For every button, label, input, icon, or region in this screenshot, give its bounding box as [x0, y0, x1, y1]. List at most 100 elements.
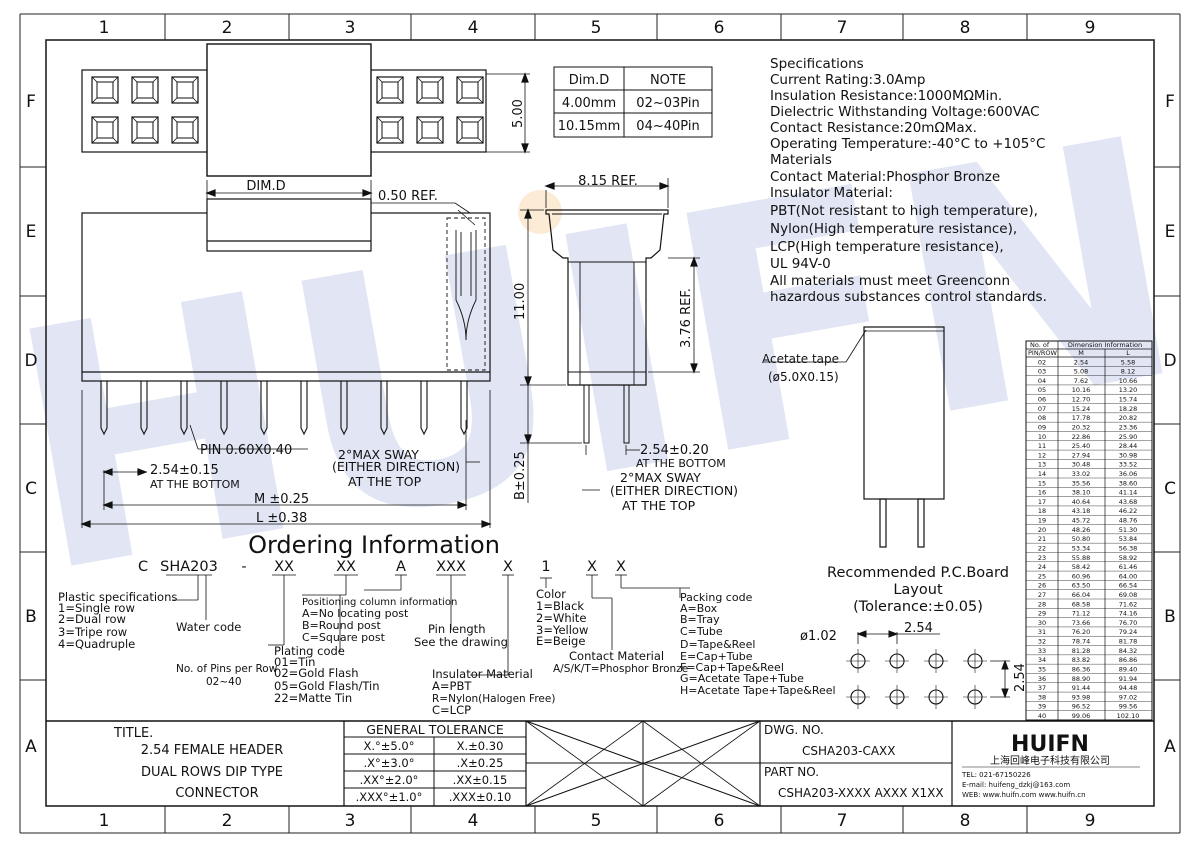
info-cell: 51.30 [1119, 526, 1138, 534]
acetate-view [764, 326, 945, 548]
info-cell: 15.74 [1119, 396, 1138, 404]
info-cell: 11 [1038, 442, 1046, 450]
pcb-hole [885, 649, 909, 673]
ordering-pin-length: Pin length See the drawing [414, 622, 508, 649]
info-cell: 81.78 [1119, 638, 1138, 646]
info-cell: 33.52 [1119, 461, 1138, 469]
m-dim-label: M ±0.25 [254, 492, 309, 507]
info-cell: 40.64 [1072, 498, 1091, 506]
info-cell: 79.24 [1119, 628, 1138, 636]
at-bottom-label: AT THE BOTTOM [150, 478, 240, 491]
info-cell: 40 [1038, 712, 1046, 720]
info-cell: 38.10 [1072, 489, 1091, 497]
svg-text:C=Tube: C=Tube [680, 625, 723, 638]
pcb-hole-label: ø1.02 [800, 629, 837, 644]
info-cell: 69.08 [1119, 591, 1138, 599]
info-cell: 30.48 [1072, 461, 1091, 469]
pcb-hole [924, 685, 948, 709]
svg-text:No. of Pins per Row: No. of Pins per Row [176, 663, 278, 675]
pcb-hole [846, 685, 870, 709]
svg-text:1: 1 [541, 559, 550, 575]
svg-text:XX: XX [274, 559, 294, 575]
svg-text:1=Black: 1=Black [536, 599, 584, 613]
info-cell: 04 [1038, 377, 1046, 385]
info-cell: 30 [1038, 619, 1046, 627]
note-cell: 02~03Pin [636, 96, 699, 111]
cavity [376, 76, 404, 104]
title-section: TITLE. 2.54 FEMALE HEADER DUAL ROWS DIP … [113, 726, 283, 801]
info-cell: 64.00 [1119, 572, 1138, 580]
svg-text:3=Tripe row: 3=Tripe row [58, 625, 127, 639]
side-sway-label: AT THE TOP [622, 498, 696, 513]
top-view [81, 43, 530, 177]
col-label: 6 [714, 811, 725, 831]
info-header: L [1126, 349, 1130, 357]
row-label: F [1165, 92, 1175, 112]
info-cell: 15 [1038, 479, 1046, 487]
cavity [456, 76, 484, 104]
dwg-label: DWG. NO. [764, 723, 824, 737]
svg-text:E=Beige: E=Beige [536, 634, 585, 648]
tolerance-angle: .XXX°±1.0° [356, 790, 423, 804]
col-label: 7 [837, 811, 848, 831]
company-tel: TEL: 021-67150226 [961, 771, 1031, 779]
side-at-bottom-label: AT THE BOTTOM [636, 457, 726, 470]
part-label: PART NO. [764, 765, 819, 779]
info-cell: 13.20 [1119, 386, 1138, 394]
info-cell: 23.36 [1119, 423, 1138, 431]
spec-line: Insulator Material: [770, 185, 893, 201]
cavity [171, 116, 199, 144]
info-cell: 71.62 [1119, 600, 1138, 608]
info-cell: 91.44 [1072, 684, 1091, 692]
title-line: DUAL ROWS DIP TYPE [141, 765, 283, 780]
info-cell: 102.10 [1117, 712, 1140, 720]
svg-text:Pin length: Pin length [428, 622, 485, 636]
info-cell: 56.38 [1119, 544, 1138, 552]
side-view [520, 178, 700, 503]
company-block: HUIFN 上海回峰电子科技有限公司 TEL: 021-67150226 E-m… [961, 732, 1140, 799]
col-label: 4 [468, 811, 479, 831]
info-cell: 07 [1038, 405, 1046, 413]
svg-text:3=Yellow: 3=Yellow [536, 623, 588, 637]
info-cell: 14 [1038, 470, 1046, 478]
col-label: 4 [468, 18, 479, 38]
info-cell: 13 [1038, 461, 1046, 469]
sway-label: (EITHER DIRECTION) [332, 459, 460, 474]
svg-text:Packing code: Packing code [680, 591, 753, 604]
tolerance-header: GENERAL TOLERANCE [366, 722, 504, 737]
info-cell: 99.56 [1119, 703, 1138, 711]
svg-text:1=Single row: 1=Single row [58, 601, 135, 615]
tolerance-linear: .X±0.25 [457, 756, 504, 770]
info-cell: 19 [1038, 517, 1046, 525]
spec-line: Contact Material:Phosphor Bronze [770, 169, 1000, 185]
svg-text:XX: XX [336, 559, 356, 575]
info-cell: 22 [1038, 544, 1046, 552]
cavity [456, 116, 484, 144]
info-cell: 93.98 [1072, 693, 1091, 701]
dim-d-cell: 10.15mm [558, 119, 621, 134]
cavity [91, 116, 119, 144]
row-label: C [1164, 479, 1176, 499]
info-cell: 25.90 [1119, 433, 1138, 441]
info-cell: 31 [1038, 628, 1046, 636]
pcb-hole [963, 685, 987, 709]
pcb-hole [963, 649, 987, 673]
info-cell: 20.82 [1119, 414, 1138, 422]
info-cell: 94.48 [1119, 684, 1138, 692]
info-cell: 7.62 [1074, 377, 1088, 385]
drawing-number-section: DWG. NO. CSHA203-CAXX PART NO. CSHA203-X… [764, 723, 944, 800]
